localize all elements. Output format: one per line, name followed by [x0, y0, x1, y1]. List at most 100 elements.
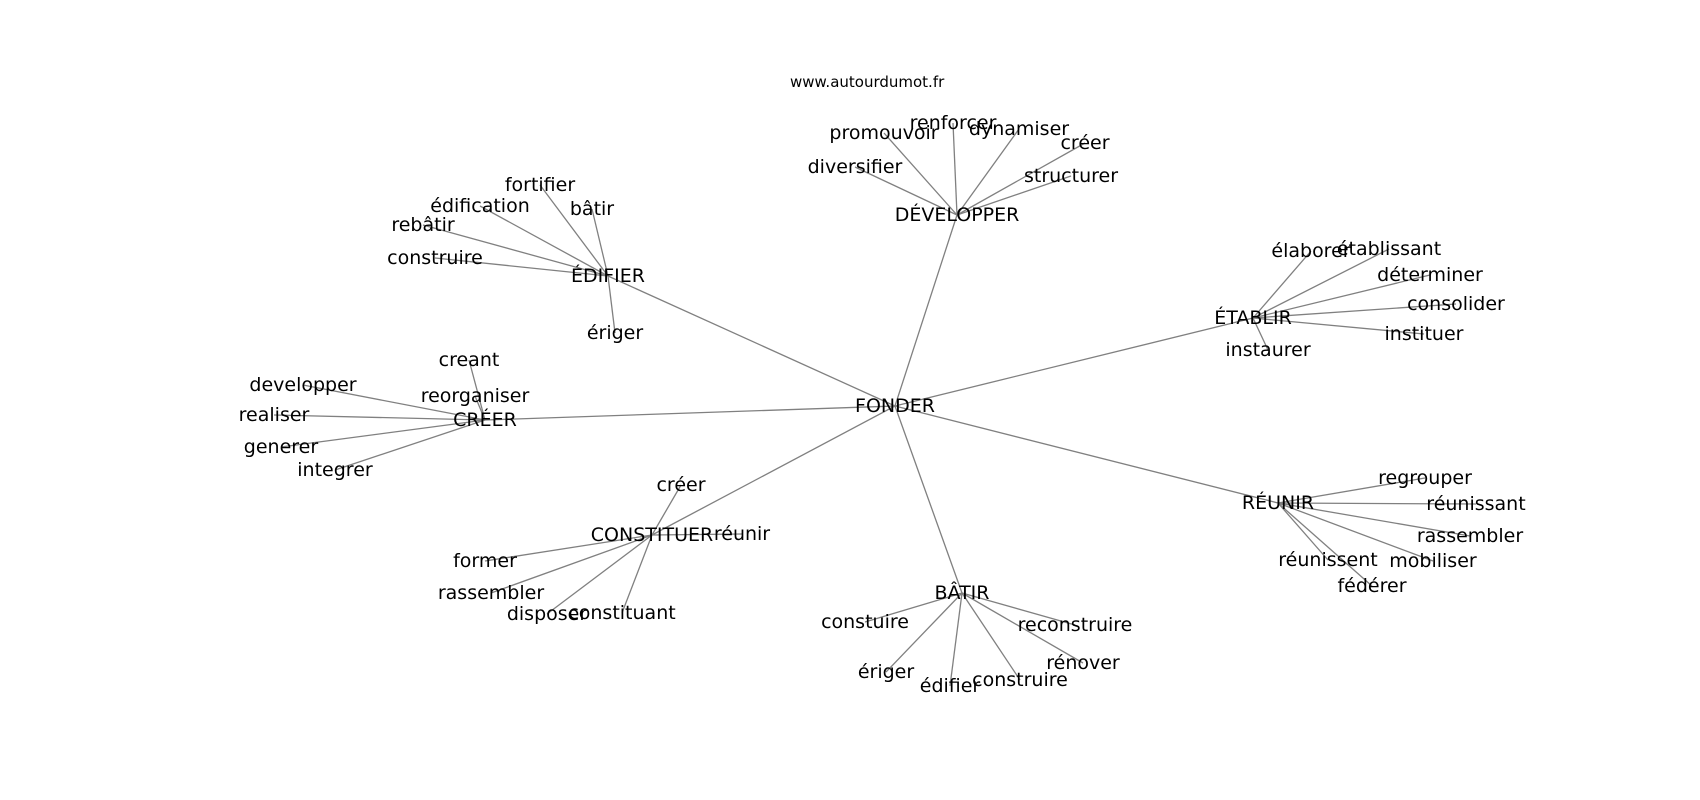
node-leaf-edifier[interactable]: édifier: [920, 675, 981, 697]
node-leaf-instituer[interactable]: instituer: [1385, 323, 1464, 345]
watermark: www.autourdumot.fr: [790, 73, 945, 91]
node-leaf-structurer[interactable]: structurer: [1024, 165, 1118, 187]
node-hub-constituer[interactable]: CONSTITUER: [591, 524, 713, 546]
node-leaf-reunissant[interactable]: réunissant: [1426, 493, 1525, 515]
edge-constituer-former: [484, 534, 653, 562]
edge-batir-constuire: [864, 592, 963, 623]
node-leaf-renover[interactable]: rénover: [1046, 652, 1120, 674]
node-leaf-dynamiser[interactable]: dynamiser: [969, 118, 1069, 140]
edge-batir-construire: [961, 592, 1021, 681]
edge-creer-generer: [280, 419, 486, 448]
node-leaf-edification[interactable]: édification: [430, 195, 529, 217]
node-leaf-elaborer[interactable]: élaborer: [1271, 240, 1350, 262]
node-leaf-creant[interactable]: creant: [439, 349, 500, 371]
node-hub-etablir[interactable]: ÉTABLIR: [1214, 306, 1292, 329]
node-leaf-disposer[interactable]: disposer: [507, 603, 588, 625]
node-leaf-generer[interactable]: generer: [244, 436, 319, 458]
node-leaf-federer[interactable]: fédérer: [1337, 575, 1406, 597]
edge-etablir-consolider: [1252, 303, 1457, 319]
edge-constituer-constituant: [621, 534, 653, 614]
edge-constituer-reunir: [651, 533, 743, 536]
node-hub-developper[interactable]: DÉVELOPPER: [895, 203, 1020, 226]
edge-creer-developper: [302, 384, 486, 421]
edge-developper-creer: [956, 142, 1086, 216]
node-leaf-reunir[interactable]: réunir: [714, 523, 770, 545]
node-leaf-rassembler[interactable]: rassembler: [438, 582, 544, 604]
node-leaf-consolider[interactable]: consolider: [1407, 293, 1505, 315]
edge-constituer-disposer: [546, 534, 653, 615]
edge-edifier-construire: [434, 257, 609, 277]
node-leaf-constituant[interactable]: constituant: [568, 602, 675, 624]
edge-edifier-batir: [591, 208, 609, 277]
edge-batir-eriger: [885, 592, 963, 673]
edge-reunir-regrouper: [1277, 477, 1426, 504]
edge-edifier-eriger: [607, 275, 616, 334]
node-leaf-realiser[interactable]: realiser: [239, 404, 310, 426]
node-leaf-promouvoir[interactable]: promouvoir: [829, 122, 938, 144]
node-leaf-instaurer[interactable]: instaurer: [1225, 339, 1310, 361]
node-leaf-rebatir[interactable]: rebâtir: [391, 214, 455, 236]
node-leaf-renforcer[interactable]: renforcer: [910, 112, 997, 134]
node-hub-edifier[interactable]: ÉDIFIER: [571, 264, 645, 287]
node-leaf-diversifier[interactable]: diversifier: [808, 156, 903, 178]
edge-developper-structurer: [956, 175, 1072, 216]
edge-etablir-etablissant: [1252, 248, 1390, 319]
edge-reunir-mobiliser: [1277, 502, 1434, 562]
edge-batir-edifier: [949, 592, 963, 687]
edge-reunir-reunissant: [1277, 502, 1477, 505]
edge-constituer-rassembler: [490, 534, 653, 594]
edge-developper-diversifier: [854, 166, 958, 216]
edge-center-developper: [894, 214, 958, 407]
edge-center-reunir: [894, 405, 1279, 504]
node-leaf-batir[interactable]: bâtir: [570, 198, 614, 220]
node-leaf-integrer[interactable]: integrer: [297, 459, 373, 481]
graph-labels: FONDER DÉVELOPPER promouvoirrenforcerdynam…: [239, 112, 1526, 697]
edge-center-constituer: [651, 405, 896, 536]
node-leaf-construire[interactable]: construire: [387, 247, 483, 269]
edge-edifier-fortifier: [539, 184, 609, 277]
node-leaf-determiner[interactable]: déterminer: [1377, 264, 1483, 286]
edge-creer-reorganiser: [474, 395, 486, 421]
node-leaf-regrouper[interactable]: regrouper: [1378, 467, 1472, 489]
node-hub-batir[interactable]: BÂTIR: [935, 581, 990, 604]
edge-etablir-elaborer: [1252, 250, 1312, 319]
graph-edges: [273, 122, 1477, 687]
edge-creer-realiser: [273, 414, 486, 421]
node-leaf-eriger[interactable]: ériger: [587, 322, 644, 344]
node-leaf-rassembler[interactable]: rassembler: [1417, 525, 1523, 547]
edge-reunir-federer: [1277, 502, 1373, 587]
node-leaf-reunissent[interactable]: réunissent: [1278, 549, 1377, 571]
edge-developper-renforcer: [952, 122, 958, 216]
edge-developper-promouvoir: [883, 132, 958, 216]
edge-reunir-rassembler: [1277, 502, 1471, 537]
node-leaf-former[interactable]: former: [453, 550, 517, 572]
node-leaf-mobiliser[interactable]: mobiliser: [1389, 550, 1477, 572]
node-hub-creer[interactable]: CRÉER: [453, 408, 517, 431]
node-leaf-fortifier[interactable]: fortifier: [505, 174, 576, 196]
node-leaf-etablissant[interactable]: établissant: [1337, 238, 1441, 260]
edge-center-etablir: [894, 317, 1254, 407]
node-leaf-eriger[interactable]: ériger: [858, 661, 915, 683]
edge-etablir-instituer: [1252, 317, 1425, 335]
node-leaf-reorganiser[interactable]: reorganiser: [421, 385, 530, 407]
edge-edifier-rebatir: [422, 224, 609, 277]
edge-center-batir: [894, 405, 963, 594]
edge-developper-dynamiser: [956, 128, 1020, 216]
edge-reunir-reunissent: [1277, 502, 1329, 561]
edge-center-edifier: [607, 275, 896, 407]
edge-constituer-creer: [651, 484, 682, 536]
edge-batir-reconstruire: [961, 592, 1076, 626]
node-hub-reunir[interactable]: RÉUNIR: [1242, 491, 1314, 514]
edge-creer-creant: [468, 359, 486, 421]
node-center[interactable]: FONDER: [855, 395, 935, 417]
node-leaf-creer[interactable]: créer: [1060, 132, 1109, 154]
node-leaf-construire[interactable]: construire: [972, 669, 1068, 691]
edge-center-creer: [484, 405, 896, 421]
node-leaf-creer[interactable]: créer: [656, 474, 705, 496]
edge-etablir-determiner: [1252, 274, 1431, 319]
node-leaf-constuire[interactable]: constuire: [821, 611, 909, 633]
edge-etablir-instaurer: [1252, 317, 1269, 351]
node-leaf-developper[interactable]: developper: [249, 374, 356, 396]
node-leaf-reconstruire[interactable]: reconstruire: [1018, 614, 1133, 636]
